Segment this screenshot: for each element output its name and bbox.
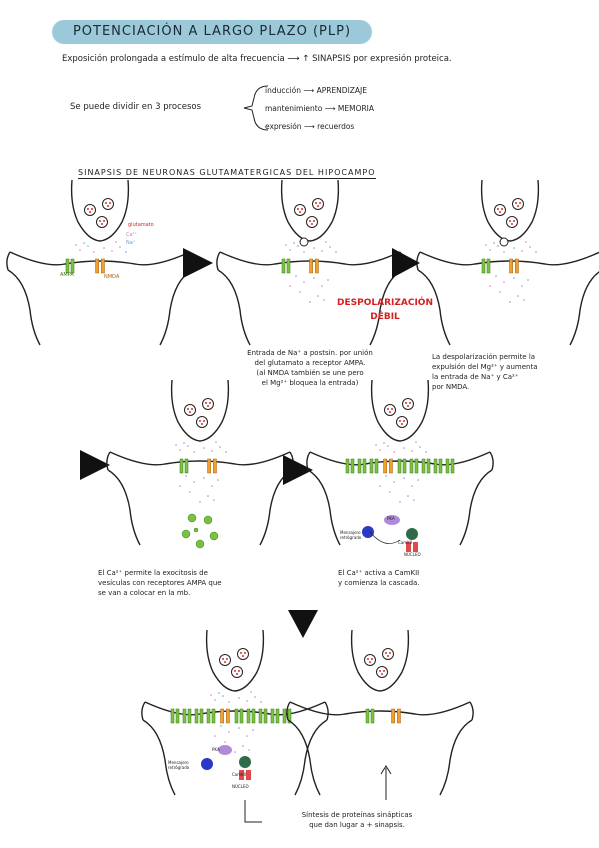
process-arrow: ⟶ [303,86,315,95]
caption-line: El Ca²⁺ activa a CamKII [338,569,420,577]
caption-line: El Ca²⁺ permite la exocitosis de [98,569,208,577]
page-title: POTENCIACIÓN A LARGO PLAZO (PLP) [52,20,372,44]
process-expresion: expresión ⟶ recuerdos [265,122,354,131]
label-na: Na⁺ [126,240,136,246]
synapse-panel-2 [217,180,403,345]
caption-line: la entrada de Na⁺ y Ca²⁺ [432,373,519,381]
synapse-panel-6 [142,630,328,795]
label-nmda: NMDA [104,274,120,280]
label-ampa: AMPA [60,272,74,278]
section-title: SINAPSIS DE NEURONAS GLUTAMATERGICAS DEL… [78,168,376,179]
pointer-arrow [244,800,262,823]
brace-icon [243,85,269,131]
intro-arrow: ⟶ ↑ [287,54,310,64]
caption-5: El Ca²⁺ activa a CamKII y comienza la ca… [338,568,498,588]
process-name: mantenimiento [265,104,323,113]
up-arrow-icon [380,765,392,800]
red-line-1: DESPOLARIZACIÓN [337,298,433,308]
caption-line: Entrada de Na⁺ a postsin. por unión [247,349,373,357]
synapse-panel-3 [417,180,599,345]
despolarization-label: DESPOLARIZACIÓN DÉBIL [330,296,440,324]
caption-line: La despolarización permite la [432,353,536,361]
caption-3: La despolarización permite la expulsión … [432,352,592,392]
synapse-panel-7 [287,630,473,795]
label-pka: PKA [212,747,220,752]
arrow-right-icon [80,450,110,480]
synapse-panel-1 [7,180,193,345]
arrow-right-icon [183,248,213,278]
label-ca: Ca²⁺ [126,232,138,238]
caption-4: El Ca²⁺ permite la exocitosis de vesícul… [98,568,298,598]
divide-text: Se puede dividir en 3 procesos [70,102,202,112]
process-name: inducción [265,86,302,95]
label-retrograde: Mensajero retrógrado [168,760,190,770]
process-mantenimiento: mantenimiento ⟶ MEMORIA [265,104,374,113]
caption-line: por NMDA. [432,383,470,391]
caption-line: (al NMDA también se une pero [256,369,364,377]
process-arrow: ⟶ [324,104,336,113]
process-result: MEMORIA [337,104,375,113]
caption-line: se van a colocar en la mb. [98,589,191,597]
intro-line: Exposición prolongada a estímulo de alta… [62,54,452,64]
synapse-panel-5 [307,380,493,552]
arrow-right-icon [283,455,313,485]
red-line-2: DÉBIL [370,312,400,322]
caption-line: del glutamato a receptor AMPA. [254,359,366,367]
process-result: recuerdos [317,122,355,131]
caption-line: el Mg²⁺ bloquea la entrada) [261,379,359,387]
label-camk: CamKII [232,772,247,777]
process-name: expresión [265,122,302,131]
arrow-right-icon [392,248,420,278]
caption-2: Entrada de Na⁺ a postsin. por unión del … [205,348,415,388]
caption-line: que dan lugar a + sinapsis. [309,821,405,829]
caption-line: y comienza la cascada. [338,579,420,587]
caption-6: Síntesis de proteínas sinápticas que dan… [262,810,452,830]
intro-text: Exposición prolongada a estímulo de alta… [62,54,285,64]
label-glutamate: glutamato [128,222,154,228]
caption-line: expulsión del Mg²⁺ y aumenta [432,363,538,371]
label-retrograde: Mensajero retrógrado [340,530,362,540]
synapse-panel-4 [107,380,293,549]
arrow-down-icon [288,610,318,638]
caption-line: Síntesis de proteínas sinápticas [301,811,413,819]
caption-line: vesículas con receptores AMPA que [98,579,222,587]
label-nucleus: NÚCLEO [404,552,421,557]
process-result: APRENDIZAJE [316,86,367,95]
label-pka: PKA [387,516,395,521]
label-camk: CamKII [398,540,413,545]
label-nucleus: NÚCLEO [232,784,249,789]
intro-rest: SINAPSIS por expresión proteica. [312,54,452,64]
process-induccion: inducción ⟶ APRENDIZAJE [265,86,367,95]
process-arrow: ⟶ [303,122,315,131]
